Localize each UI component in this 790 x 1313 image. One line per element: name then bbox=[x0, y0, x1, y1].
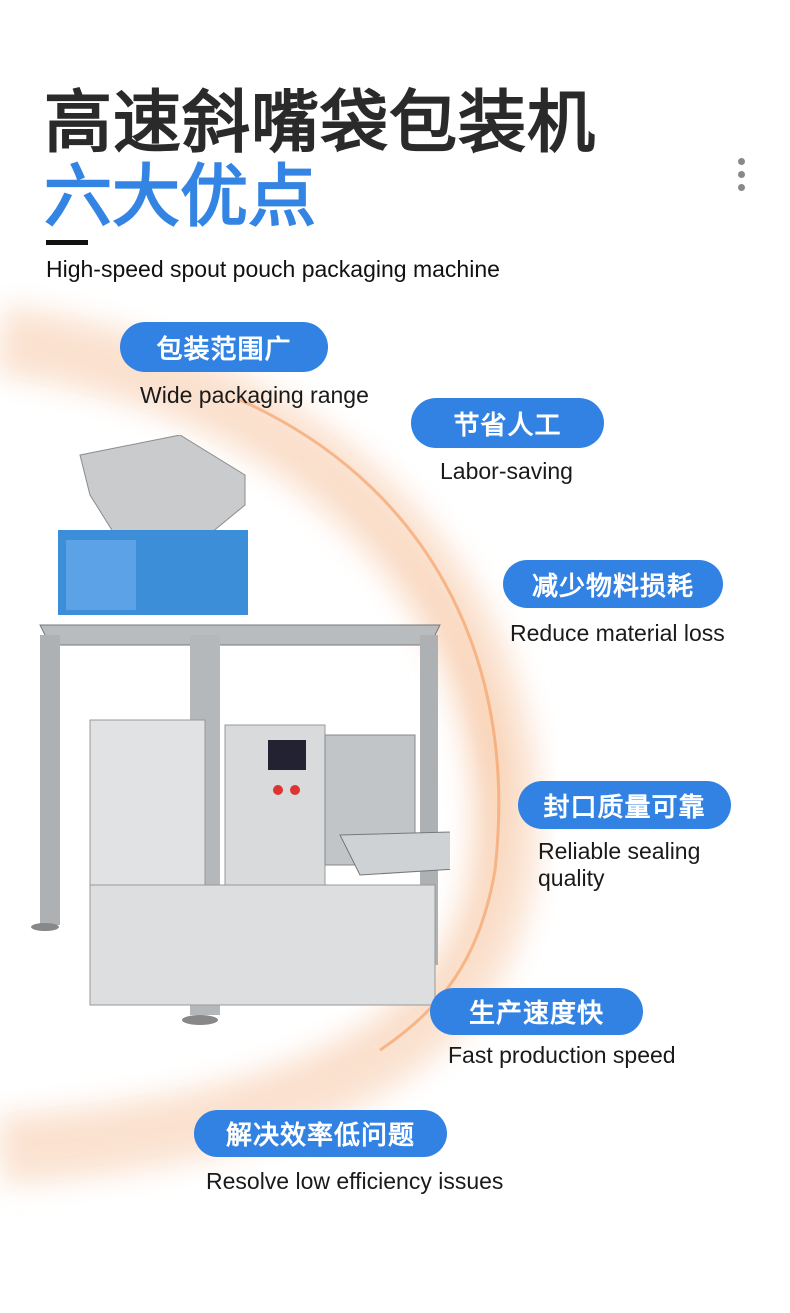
advantage-caption-2: Labor-saving bbox=[440, 458, 573, 484]
advantage-pill-1: 包装范围广 bbox=[120, 322, 328, 372]
advantage-caption-5: Fast production speed bbox=[448, 1042, 676, 1068]
title-divider bbox=[46, 240, 88, 245]
page-title: 高速斜嘴袋包装机 bbox=[44, 84, 597, 163]
advantage-pill-5: 生产速度快 bbox=[430, 988, 643, 1035]
page-subtitle-cn: 六大优点 bbox=[44, 158, 317, 237]
advantage-caption-4: Reliable sealing bbox=[538, 838, 701, 864]
advantage-pill-2: 节省人工 bbox=[411, 398, 604, 448]
advantage-caption-3: Reduce material loss bbox=[510, 620, 725, 646]
advantage-pill-3: 减少物料损耗 bbox=[503, 560, 723, 608]
advantage-caption-4b: quality bbox=[538, 865, 605, 891]
advantage-pill-4: 封口质量可靠 bbox=[518, 781, 731, 829]
advantage-caption-1: Wide packaging range bbox=[140, 382, 369, 408]
packaging-machine-image bbox=[31, 435, 450, 1025]
advantage-caption-6: Resolve low efficiency issues bbox=[206, 1168, 504, 1194]
page-subtitle-en: High-speed spout pouch packaging machine bbox=[46, 256, 500, 282]
more-options-icon[interactable] bbox=[738, 158, 750, 197]
advantage-pill-6: 解决效率低问题 bbox=[194, 1110, 447, 1157]
